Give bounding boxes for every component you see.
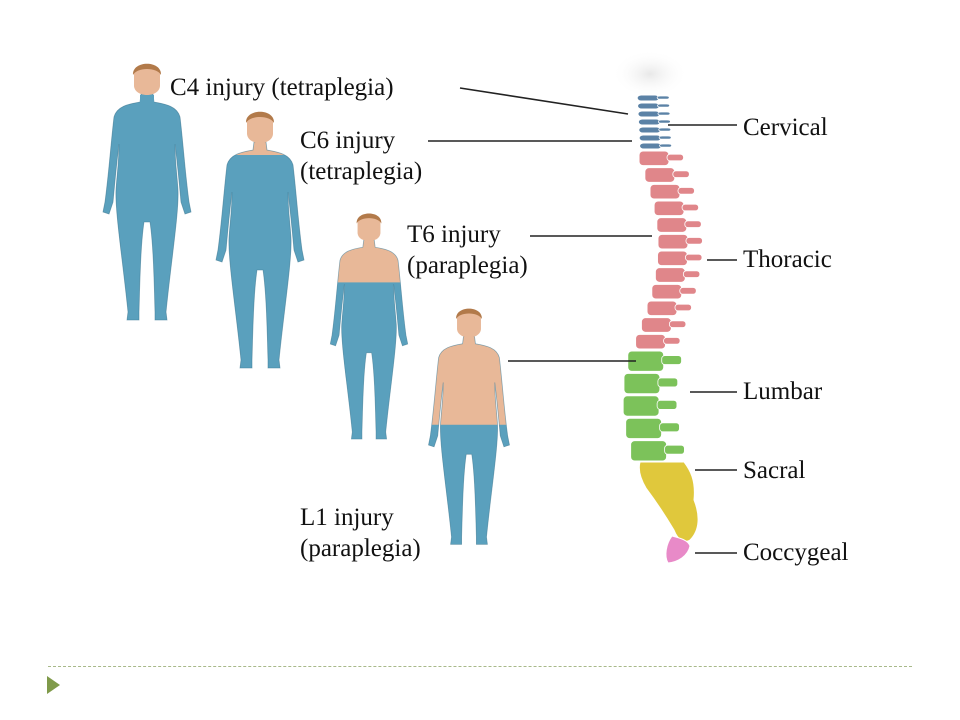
vertebra-thoracic [656,250,688,267]
vertebra-thoracic-process [684,220,702,228]
vertebra-thoracic [653,200,685,217]
body-figure-3 [329,213,409,440]
l1-injury-label: L1 injury (paraplegia) [300,502,421,564]
body-figure-4 [428,308,510,545]
region-label-coccygeal: Coccygeal [743,539,849,566]
body-silhouette [216,142,304,368]
skull-base [612,50,688,98]
spinal-column [612,50,703,564]
l1-injury-type: (paraplegia) [300,535,421,562]
footer-rule [48,666,912,667]
vertebra-thoracic-process [685,237,703,245]
vertebra-thoracic-process [672,170,690,178]
vertebra-thoracic-process [663,337,681,345]
vertebra-cervical-process [656,95,670,100]
vertebra-thoracic-process [679,287,697,295]
head [457,309,481,338]
region-label-cervical: Cervical [743,114,828,141]
sacrum [638,461,699,543]
paralysis-area [428,424,510,545]
vertebra-lumbar-process [656,399,678,410]
vertebra-lumbar-process [659,422,680,433]
vertebra-cervical-process [658,127,672,132]
head [247,113,273,143]
vertebra-thoracic-process [666,153,684,162]
hair [132,63,162,75]
bullet-arrow-icon [47,676,60,694]
body-silhouette [330,240,408,440]
t6-injury-text: T6 injury [407,221,501,248]
vertebra-cervical-process [658,135,672,140]
vertebra-lumbar-process [661,355,682,365]
vertebra-cervical-process [657,103,671,108]
c4-injury-type: (tetraplegia) [271,74,394,101]
vertebra-thoracic-process [685,253,703,262]
vertebra-cervical-process [657,119,671,124]
vertebra-thoracic-process [681,203,699,212]
vertebra-cervical [637,110,661,118]
vertebra-thoracic [646,300,678,317]
vertebra-thoracic [644,167,676,183]
vertebra-thoracic [649,183,681,200]
leader-lines [428,87,737,554]
hair [456,308,482,319]
vertebra-cervical [638,134,662,142]
coccyx [665,535,691,564]
t6-injury-type: (paraplegia) [407,252,528,279]
vertebra-cervical [637,102,661,110]
vertebra-cervical-process [657,111,671,116]
vertebra-thoracic [654,267,686,283]
leader-c4 [459,87,629,115]
vertebra-lumbar [623,372,661,395]
c6-injury-text: C6 injury [300,127,396,154]
vertebra-thoracic-process [674,303,692,312]
head [134,65,160,95]
t6-injury-label: T6 injury (paraplegia) [407,219,528,281]
vertebra-cervical-process [659,143,673,148]
hair [245,111,275,123]
vertebra-cervical [636,94,660,102]
vertebra-lumbar [625,417,663,440]
vertebra-thoracic-process [682,270,701,278]
vertebra-lumbar-process [664,444,685,455]
vertebra-thoracic [657,233,689,250]
l1-injury-text: L1 injury [300,504,394,531]
body-outline [428,336,510,545]
vertebra-thoracic [638,150,670,167]
vertebra-lumbar-process [657,377,679,388]
vertebra-lumbar [630,440,668,462]
region-label-lumbar: Lumbar [743,378,823,405]
c6-injury-label: C6 injury (tetraplegia) [300,125,422,187]
paralysis-area [330,282,408,440]
c4-injury-text: C4 injury [170,74,266,101]
vertebra-lumbar [622,395,660,417]
neck [140,95,154,103]
body-outline [215,141,305,369]
vertebra-thoracic [635,333,667,350]
vertebra-thoracic [656,217,688,233]
body-figure-2 [215,111,305,369]
vertebra-thoracic-process [669,320,687,328]
c6-injury-type: (tetraplegia) [300,158,423,185]
paralysis-area [216,155,304,368]
vertebra-cervical [639,142,663,150]
hair [356,213,382,224]
head [357,214,381,242]
c4-injury-label: C4 injury (tetraplegia) [170,72,394,103]
body-outline [329,239,409,440]
vertebra-thoracic-process [677,187,695,195]
vertebra-cervical [637,118,661,126]
vertebra-thoracic [651,283,683,300]
vertebra-cervical [638,126,662,134]
body-silhouette [428,336,510,545]
region-label-sacral: Sacral [743,457,806,484]
body-outline [102,93,192,321]
region-label-thoracic: Thoracic [743,246,832,273]
vertebra-thoracic [640,317,672,333]
